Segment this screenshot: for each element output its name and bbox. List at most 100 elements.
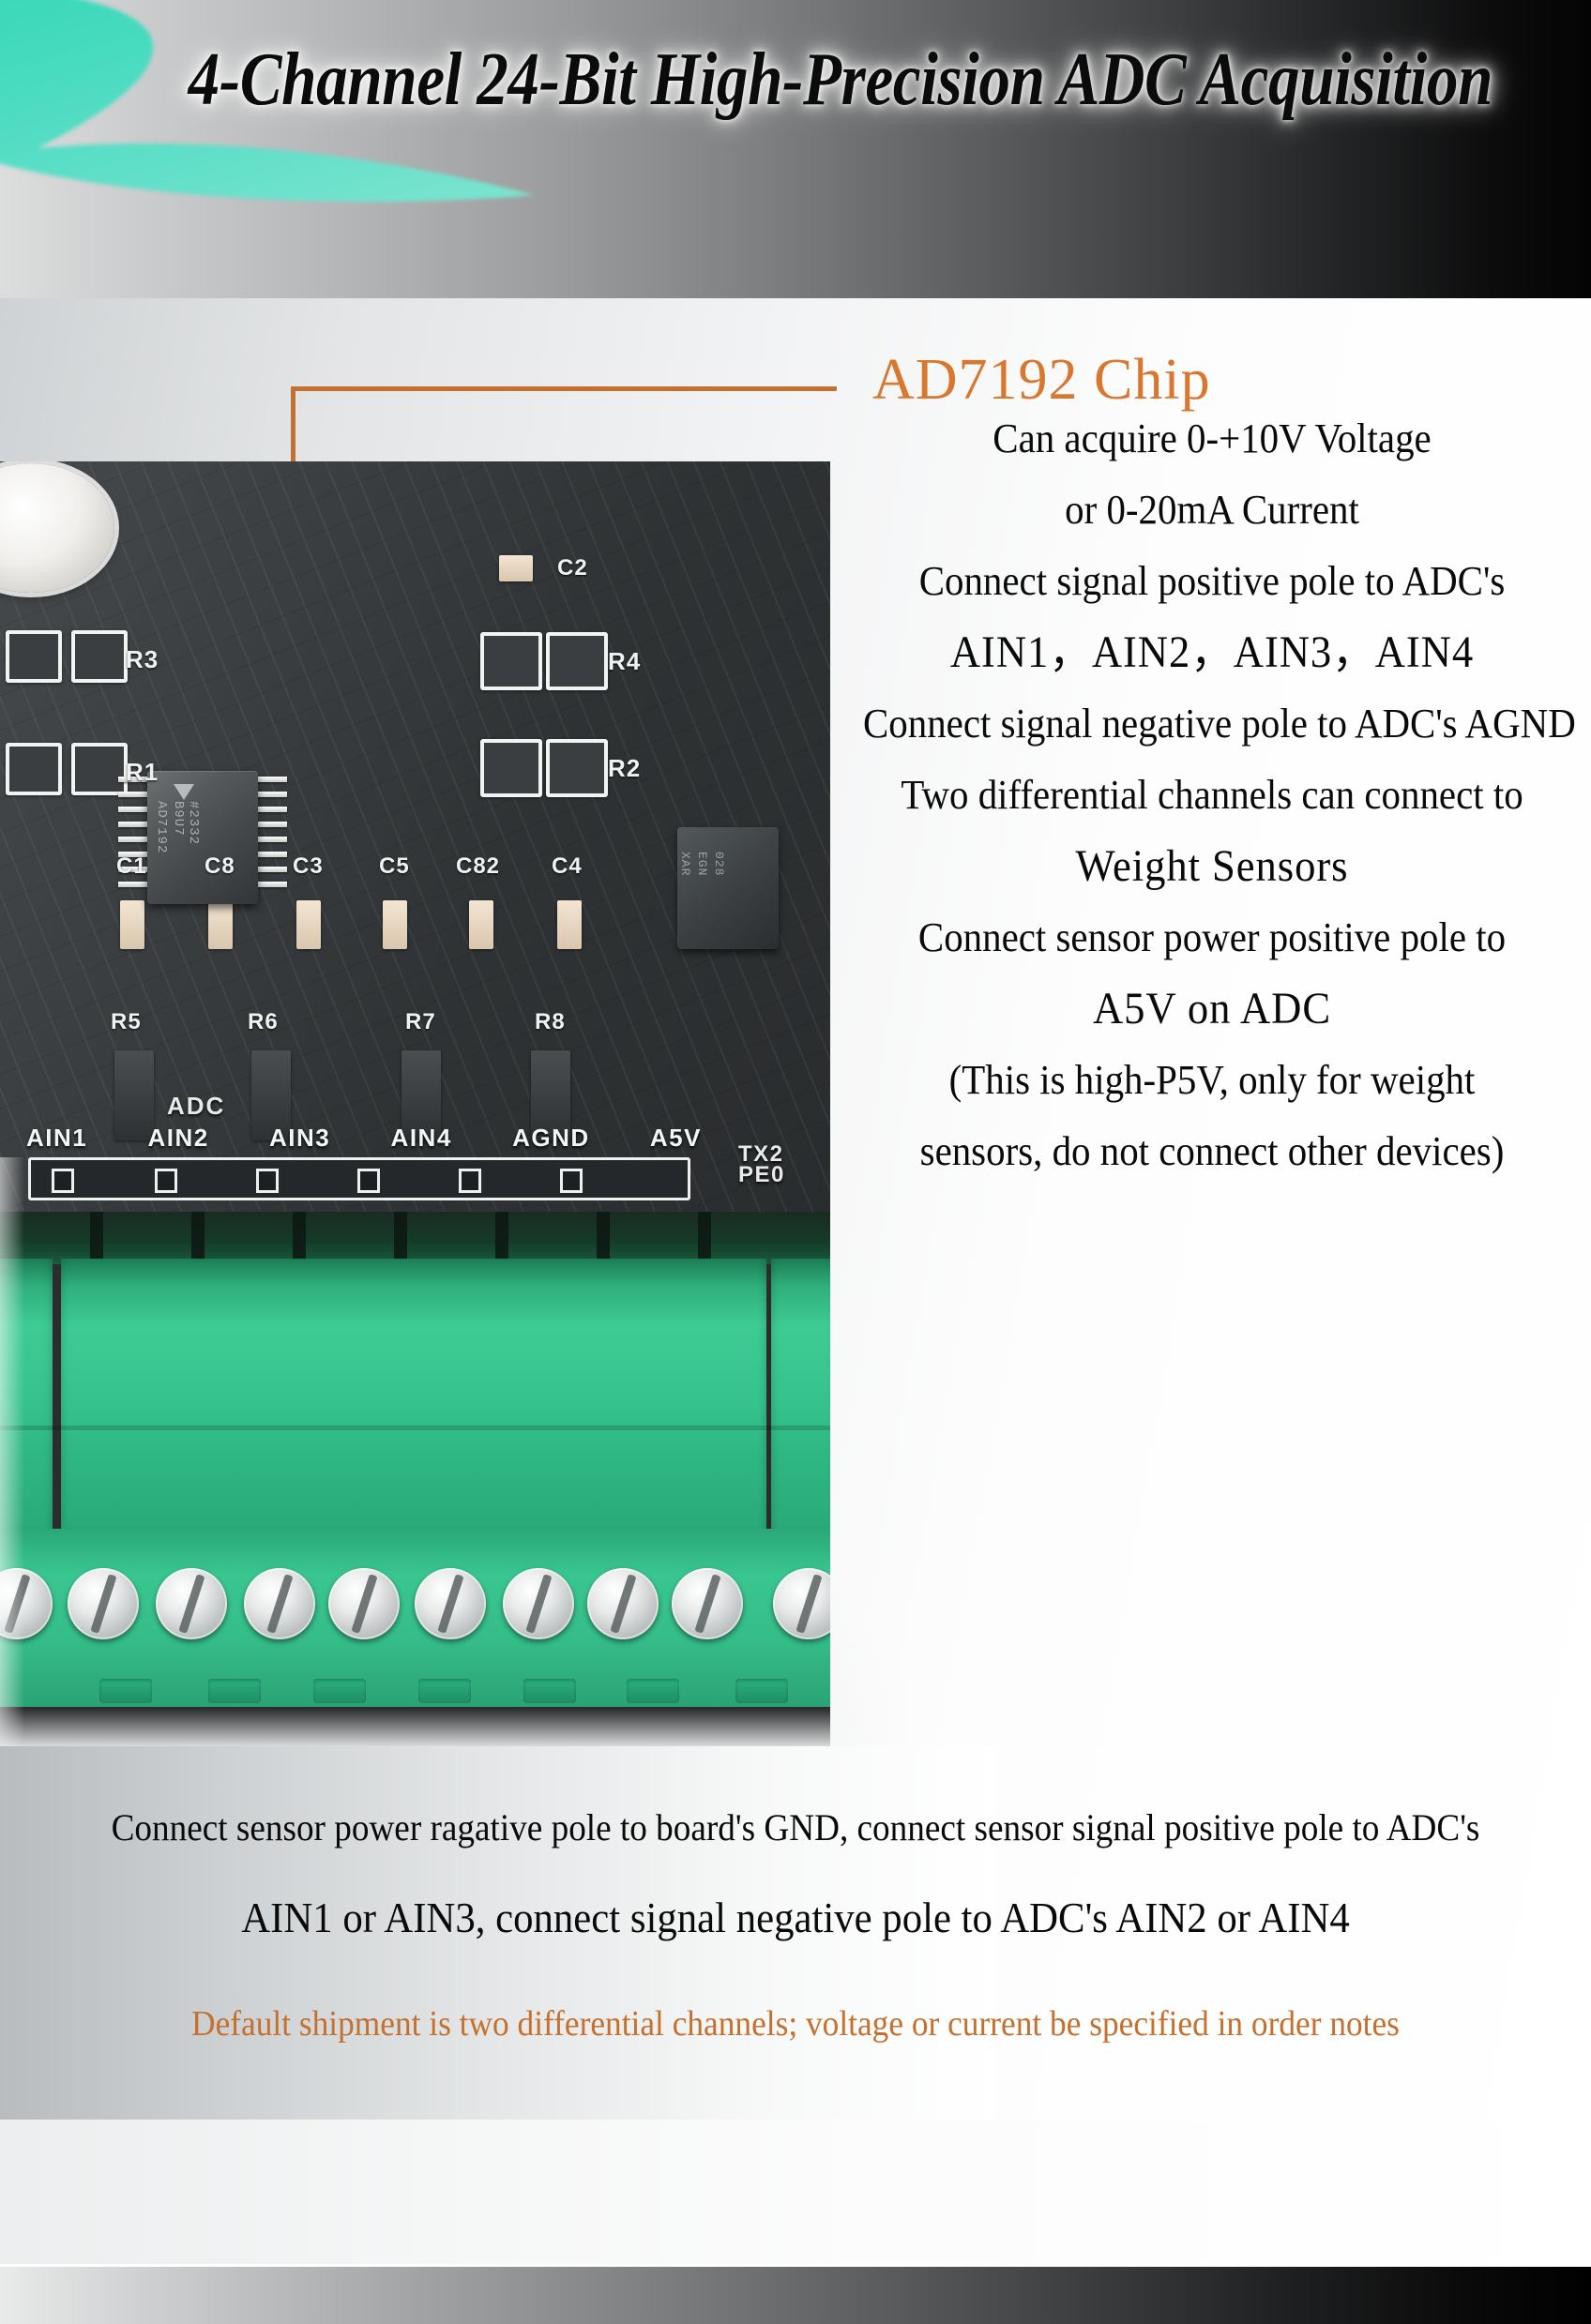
- solder-pad: [6, 743, 62, 795]
- silkscreen-c5: C5: [379, 853, 410, 879]
- ic-pins-right: [257, 773, 287, 902]
- smd-resistor: [402, 1050, 441, 1140]
- feature-line-9: A5V on ADC: [1092, 984, 1332, 1034]
- pcb-left-highlight: [0, 1157, 24, 1746]
- callout-line-vertical: [291, 386, 295, 529]
- header-banner: 4-Channel 24-Bit High-Precision ADC Acqu…: [0, 0, 1591, 298]
- connector-outline: [28, 1157, 690, 1200]
- terminal-foot: [523, 1679, 576, 1703]
- chip-callout-label: AD7192 Chip: [872, 348, 1211, 412]
- terminal-body-main: [61, 1259, 766, 1540]
- bottom-text-line-2: AIN1 or AIN3, connect signal negative po…: [241, 1894, 1350, 1941]
- silkscreen-r7: R7: [405, 1009, 436, 1034]
- silkscreen-c3: C3: [293, 853, 324, 879]
- chip-marking-ad7192: AD7192: [154, 801, 169, 854]
- feature-text-column: Can acquire 0-+10V Voltage or 0-20mA Cur…: [837, 403, 1587, 1187]
- port-label-row: AIN1 AIN2 AIN3 AIN4 AGND A5V: [26, 1124, 702, 1153]
- ic-pins-left: [118, 773, 148, 902]
- silkscreen-adc: ADC: [167, 1092, 226, 1120]
- smd-resistor: [251, 1050, 291, 1140]
- terminal-seam: [0, 1426, 830, 1430]
- silkscreen-tx2-pe0: TX2 PE0: [738, 1141, 785, 1187]
- feature-line-10: (This is high-P5V, only for weight: [948, 1057, 1476, 1103]
- silkscreen-r6: R6: [248, 1009, 279, 1034]
- bottom-text-line-1: Connect sensor power ragative pole to bo…: [111, 1806, 1480, 1849]
- smd-capacitor: [499, 555, 533, 581]
- terminal-screw: [773, 1568, 830, 1639]
- chip-marking-lot: #2332: [186, 801, 201, 846]
- solder-pad: [71, 743, 128, 795]
- terminal-foot: [208, 1679, 261, 1703]
- smd-capacitor: [208, 900, 233, 949]
- pcb-bottom-fade: [0, 1709, 830, 1746]
- solder-pad: [6, 630, 62, 683]
- smd-capacitor: [557, 900, 582, 949]
- bottom-note: Default shipment is two differential cha…: [191, 2004, 1400, 2044]
- port-label-ain1: AIN1: [26, 1124, 88, 1152]
- silkscreen-r1: R1: [126, 758, 159, 786]
- callout-line-horizontal: [291, 386, 837, 391]
- footer-bar: [0, 2264, 1591, 2324]
- silkscreen-r2: R2: [608, 754, 642, 782]
- ad7192-chip: AD7192 B9U7 #2332: [147, 771, 258, 904]
- terminal-screw: [156, 1568, 227, 1639]
- soic-marking-028: 028: [712, 852, 726, 877]
- feature-line-2: or 0-20mA Current: [1065, 487, 1359, 533]
- terminal-foot: [99, 1679, 152, 1703]
- silkscreen-c82: C82: [456, 853, 501, 879]
- port-label-a5v: A5V: [649, 1124, 702, 1152]
- feature-line-7: Weight Sensors: [1075, 841, 1349, 891]
- teal-swoosh-icon: [0, 0, 610, 281]
- solder-pad: [546, 739, 608, 797]
- terminal-foot: [418, 1679, 471, 1703]
- silkscreen-c4: C4: [552, 853, 583, 879]
- terminal-screw: [68, 1568, 139, 1639]
- solder-pad: [546, 632, 608, 690]
- silkscreen-c8: C8: [205, 853, 235, 879]
- silkscreen-c2: C2: [557, 555, 588, 581]
- terminal-top-shadow: [0, 1212, 830, 1264]
- feature-line-3: Connect signal positive pole to ADC's: [918, 558, 1506, 604]
- terminal-foot: [313, 1679, 366, 1703]
- silkscreen-pe0: PE0: [738, 1162, 785, 1187]
- terminal-foot: [735, 1679, 788, 1703]
- silkscreen-tx2: TX2: [738, 1141, 784, 1167]
- terminal-screw: [503, 1568, 574, 1639]
- silkscreen-c1: C1: [116, 853, 147, 879]
- smd-capacitor: [296, 900, 321, 949]
- solder-pad: [480, 632, 542, 690]
- silkscreen-r3: R3: [126, 645, 159, 673]
- feature-line-4: AIN1，AIN2，AIN3，AIN4: [949, 627, 1475, 677]
- solder-pad: [71, 630, 128, 683]
- terminal-foot: [627, 1679, 679, 1703]
- terminal-screw: [328, 1568, 400, 1639]
- port-label-ain3: AIN3: [269, 1124, 331, 1152]
- silkscreen-r4: R4: [608, 647, 642, 675]
- feature-line-1: Can acquire 0-+10V Voltage: [992, 415, 1432, 461]
- pcb-photo: AD7192 B9U7 #2332 XAR EGN 028 R3 R1 R4 R…: [0, 461, 830, 1746]
- port-label-agnd: AGND: [512, 1124, 590, 1152]
- background-bottom-white: [0, 2120, 1591, 2264]
- feature-line-11: sensors, do not connect other devices): [919, 1128, 1505, 1174]
- smd-resistor: [114, 1050, 154, 1140]
- feature-line-5: Connect signal negative pole to ADC's AG…: [863, 701, 1576, 747]
- green-terminal-block: [0, 1212, 830, 1746]
- feature-line-6: Two differential channels can connect to: [901, 772, 1523, 818]
- chip-marking-b9u7: B9U7: [171, 801, 186, 837]
- feature-line-8: Connect sensor power positive pole to: [917, 914, 1507, 960]
- chip-orientation-triangle-icon: [174, 784, 194, 800]
- solder-pad: [480, 739, 542, 797]
- terminal-screw: [672, 1568, 743, 1639]
- page-title: 4-Channel 24-Bit High-Precision ADC Acqu…: [188, 38, 1493, 121]
- port-label-ain4: AIN4: [390, 1124, 452, 1152]
- terminal-screw: [587, 1568, 659, 1639]
- terminal-body-right: [771, 1259, 830, 1540]
- silkscreen-r8: R8: [535, 1009, 566, 1034]
- soic-marking-xar: XAR: [678, 852, 692, 877]
- smd-resistor: [531, 1050, 570, 1140]
- silkscreen-r5: R5: [111, 1009, 142, 1034]
- smd-capacitor: [383, 900, 407, 949]
- terminal-screw: [415, 1568, 486, 1639]
- soic-marking-egn: EGN: [695, 852, 709, 877]
